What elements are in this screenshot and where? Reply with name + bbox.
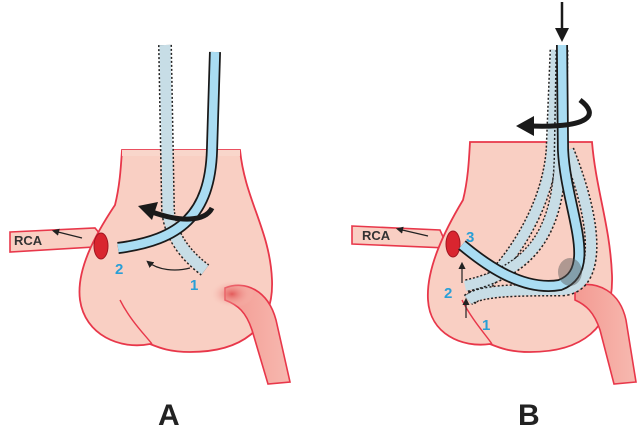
panel-a: RCA 1 2 A [9,44,291,431]
movement-arrow-icon [146,260,191,271]
rca-direction-arrow-icon-b [395,226,429,237]
rca-ostium [93,232,109,260]
panel-label-b: B [518,399,540,431]
rca-label: RCA [14,233,43,248]
catheter-shadow-b [558,258,582,286]
rca-label-b: RCA [362,228,391,243]
panel-b: RCA 1 2 3 B [351,2,637,431]
aortic-root-top [122,150,240,156]
aortic-root [78,149,273,353]
step-number-3-b: 3 [466,229,474,246]
ostium-shadow [210,280,254,308]
rca-ostium-b [445,230,461,258]
step-number-2-b: 2 [444,285,452,302]
rotation-arrow-icon [151,206,215,222]
descending-vessel-b [574,283,637,385]
step-number-2: 2 [115,261,123,278]
step-number-1-b: 1 [482,317,490,334]
panel-label-a: A [158,399,180,431]
rotation-arrow-icon-b [529,98,592,129]
rca-direction-arrow-icon [51,228,83,239]
cusp-line [119,299,153,345]
step-number-1: 1 [190,277,198,294]
